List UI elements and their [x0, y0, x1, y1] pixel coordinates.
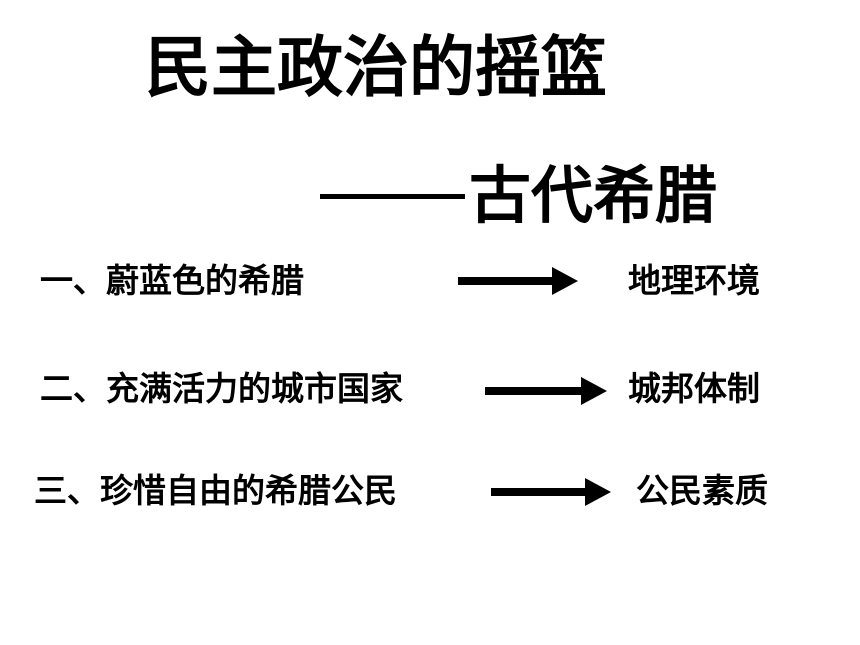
- slide-subtitle: 古代希腊: [469, 159, 718, 232]
- right-arrow-icon: [485, 377, 607, 405]
- outline-item-1: 一、蔚蓝色的希腊: [40, 261, 304, 300]
- subtitle-line: 古代希腊: [320, 158, 717, 234]
- em-dash-rule: [320, 193, 465, 199]
- right-arrow-icon: [458, 267, 578, 295]
- outline-result-2: 城邦体制: [628, 369, 760, 408]
- outline-item-2: 二、充满活力的城市国家: [40, 369, 403, 408]
- outline-row-2: 二、充满活力的城市国家 城邦体制: [0, 364, 860, 414]
- outline-result-1: 地理环境: [628, 261, 760, 300]
- outline-result-3: 公民素质: [636, 471, 768, 510]
- outline-row-3: 三、珍惜自由的希腊公民 公民素质: [0, 466, 860, 516]
- outline-item-3: 三、珍惜自由的希腊公民: [34, 471, 397, 510]
- slide-title: 民主政治的摇篮: [145, 29, 607, 106]
- right-arrow-icon: [491, 478, 611, 506]
- outline-row-1: 一、蔚蓝色的希腊 地理环境: [0, 256, 860, 306]
